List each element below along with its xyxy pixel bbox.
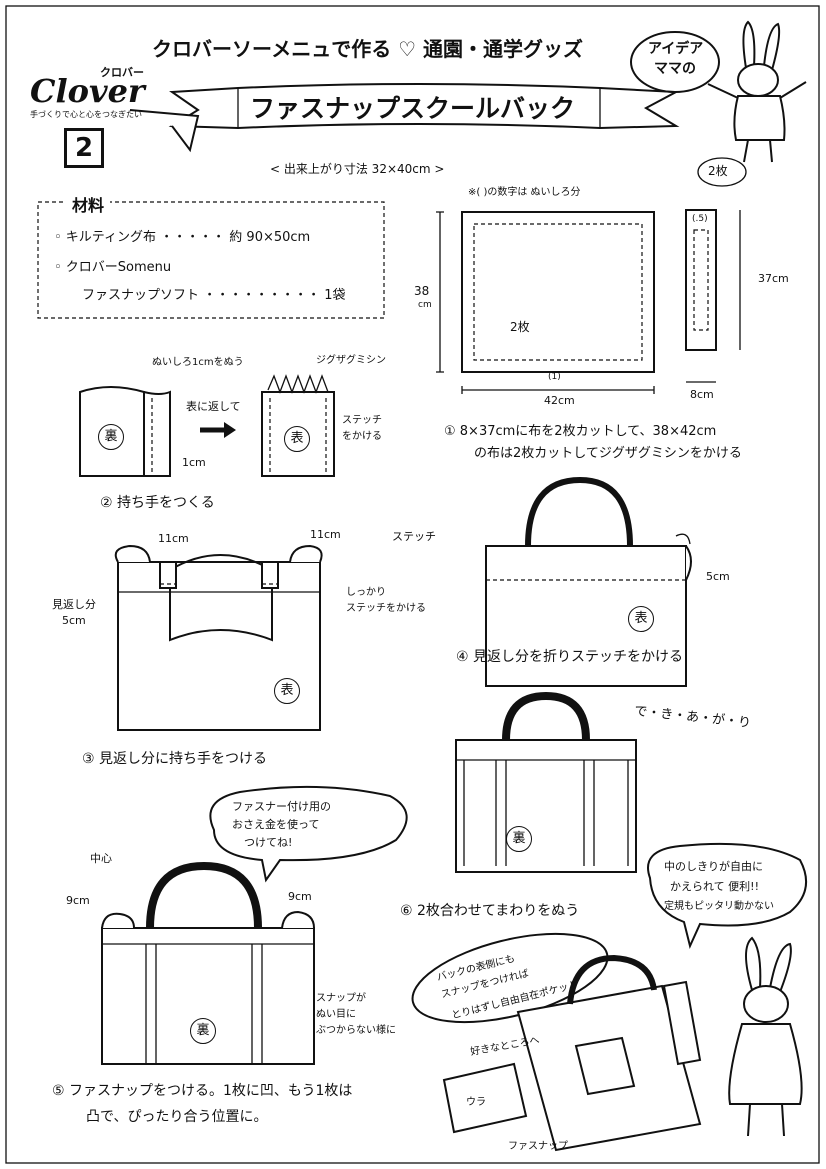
page-number: 2 — [74, 133, 94, 163]
step5-bubble3: つけてね! — [244, 836, 293, 849]
step6-caption: ⑥ 2枚合わせてまわりをぬう — [400, 903, 580, 919]
step3-facing2: 5cm — [62, 614, 86, 627]
count-large: 2枚 — [510, 320, 530, 334]
step2-back-mark: 裏 — [98, 424, 124, 450]
step3-note1: しっかり — [346, 587, 386, 598]
finished-back-mark: 裏 — [506, 826, 532, 852]
bag-step6 — [516, 954, 702, 1152]
finished-bag — [455, 691, 637, 873]
step5-back-mark-text: 裏 — [196, 1023, 210, 1038]
step2-seam-label: ぬいしろ1cmをぬう — [152, 357, 244, 368]
headline: クロバーソーメニュで作る ♡ 通園・通学グッズ — [152, 37, 584, 61]
step6-bubble2: かえられて 便利!! — [670, 880, 759, 893]
step5-bubble2: おさえ金を使って — [232, 818, 320, 831]
step6-ura: ウラ — [466, 1097, 486, 1108]
bubble-step5 — [209, 785, 408, 883]
step4-dim: 5cm — [706, 570, 730, 583]
step5-snap2: ぬい目に — [316, 1009, 356, 1020]
step6-fastsnap: ファスナップ — [508, 1141, 568, 1152]
brand-logo-text: Clover — [30, 72, 145, 110]
step2-1cm-label: 1cm — [182, 456, 206, 469]
step6-bubble1: 中のしきりが自由に — [664, 860, 763, 873]
step5-back-mark: 裏 — [190, 1018, 216, 1044]
handle-strip-back — [79, 386, 171, 477]
step4-front-mark-text: 表 — [634, 611, 648, 626]
step4-caption: ④ 見返し分を折りステッチをかける — [456, 649, 684, 665]
title-banner-text: ファスナップスクールバック — [250, 94, 576, 123]
divider-piece — [442, 1062, 528, 1134]
materials-item2: ◦ クロバーSomenu — [54, 260, 172, 275]
step2-zigzag-label: ジグザグミシン — [316, 355, 386, 366]
dim-width-large: 42cm — [544, 394, 575, 407]
step2-caption: ② 持ち手をつくる — [100, 495, 215, 511]
dim-height-unit: cm — [418, 300, 432, 310]
materials-item3: ファスナップソフト ・・・・・・・・・ 1袋 — [82, 288, 346, 303]
step3-dim-right: 11cm — [310, 528, 341, 541]
bunny-illustration-top — [707, 20, 807, 163]
dim-height-small: 37cm — [758, 272, 789, 285]
dim-width-small: 8cm — [690, 388, 714, 401]
seam-large: (1) — [548, 372, 561, 382]
step2-turn-label: 表に返して — [186, 400, 241, 413]
pattern-small — [685, 209, 717, 351]
step5-dim-right: 9cm — [288, 890, 312, 903]
cutting-note: ※( )の数字は ぬいしろ分 — [468, 187, 581, 198]
finished-size: < 出来上がり寸法 32×40cm > — [270, 162, 445, 176]
step5-snap1: スナップが — [316, 993, 366, 1004]
step4-stitch-label: ステッチ — [392, 530, 436, 543]
step3-note2: ステッチをかける — [346, 603, 426, 614]
step5-center: 中心 — [90, 852, 112, 865]
step2-front-mark: 表 — [284, 426, 310, 452]
title-ribbon — [168, 83, 680, 130]
step2-stitch-label1: ステッチ — [342, 415, 382, 426]
seam-small: (.5) — [692, 214, 708, 224]
step2-back-mark-text: 裏 — [104, 429, 118, 444]
step5-snap3: ぶつからない様に — [316, 1025, 396, 1036]
step1-line2: の布は2枚カットしてジグザグミシンをかける — [474, 446, 742, 461]
step2-front-mark-text: 表 — [290, 431, 304, 446]
count-small: 2枚 — [708, 164, 728, 178]
step6-bubble3: 定規もピッタリ動かない — [664, 901, 774, 912]
step3-facing1: 見返し分 — [52, 598, 96, 611]
step5-caption1: ⑤ ファスナップをつける。1枚に凹、もう1枚は — [52, 1083, 353, 1099]
badge-line2: ママの — [654, 61, 696, 77]
step2-stitch-label2: をかける — [342, 431, 382, 442]
step3-front-mark-text: 表 — [280, 683, 294, 698]
step1-line1: ① 8×37cmに布を2枚カットして、38×42cm — [444, 424, 717, 439]
brand-logo: Clover クロバー 手づくりで心と心をつなぎたい — [30, 66, 145, 120]
step3-dim-left: 11cm — [158, 532, 189, 545]
step5-caption2: 凸で、ぴったり合う位置に。 — [86, 1109, 268, 1125]
finished-back-mark-text: 裏 — [512, 831, 526, 846]
materials-item1: ◦ キルティング布 ・・・・・ 約 90×50cm — [54, 230, 311, 245]
badge-line1: アイデア — [648, 41, 704, 57]
step5-bubble1: ファスナー付け用の — [232, 800, 331, 813]
page-number-box: 2 — [64, 128, 104, 168]
bunny-illustration-bottom — [728, 936, 803, 1137]
dim-height-large: 38 — [414, 284, 430, 298]
step3-caption: ③ 見返し分に持ち手をつける — [82, 751, 268, 767]
brand-kana: クロバー — [100, 66, 144, 79]
badge-circle — [630, 31, 720, 93]
step5-dim-left: 9cm — [66, 894, 90, 907]
step3-front-mark: 表 — [274, 678, 300, 704]
pattern-large — [461, 211, 655, 373]
materials-heading: 材料 — [66, 196, 111, 217]
brand-tagline: 手づくりで心と心をつなぎたい — [30, 110, 142, 119]
step4-front-mark: 表 — [628, 606, 654, 632]
bubble-step6 — [647, 842, 808, 950]
